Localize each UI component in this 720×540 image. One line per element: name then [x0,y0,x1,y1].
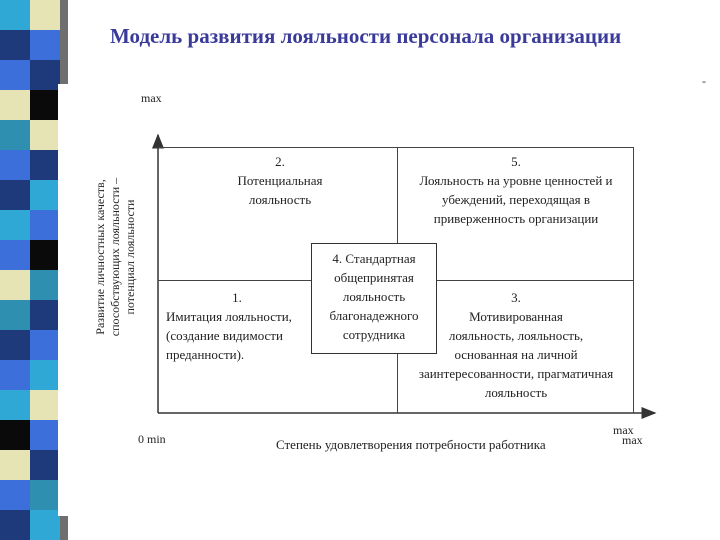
quadrant-line: лояльность [312,287,436,306]
quadrant-line: лояльность [210,190,350,209]
quadrant-line: общепринятая [312,268,436,287]
y-title-line: Развитие личностных качеств, [93,142,108,372]
quadrant-line: Имитация лояльности, [166,307,308,326]
y-max-label: max [141,91,162,106]
quadrant-line: Потенциальная [210,171,350,190]
x-axis-title: Степень удовлетворения потребности работ… [276,437,546,453]
x-min-label: 0 min [138,432,166,447]
quadrant-1-text: 1. Имитация лояльности, (создание видимо… [166,288,308,364]
quadrant-line: преданности). [166,345,308,364]
y-title-line: способствующих лояльности – [108,142,123,372]
quadrant-line: 4. Стандартная [312,249,436,268]
quadrant-line: Лояльность на уровне ценностей и [402,171,630,190]
quadrant-line: (создание видимости [166,326,308,345]
quadrant-2-text: 2. Потенциальная лояльность [210,152,350,209]
quadrant-line: 2. [210,152,350,171]
quadrant-line: благонадежного [312,306,436,325]
x-max-label-bottom: max [622,433,643,448]
grid-vertical-divider [397,147,398,243]
quadrant-line: сотрудника [312,325,436,344]
quadrant-line: приверженность организации [402,209,630,228]
grid-vertical-divider-lower [397,354,398,413]
grid-top-line [158,147,634,148]
quadrant-line: заинтересованности, прагматичная [402,364,630,383]
grid-horizontal-divider-right [437,280,634,281]
quadrant-line: убеждений, переходящая в [402,190,630,209]
quadrant-5-text: 5. Лояльность на уровне ценностей и убеж… [402,152,630,228]
quadrant-line: 5. [402,152,630,171]
quadrant-line: 1. [166,288,308,307]
y-axis-title: Развитие личностных качеств, способствую… [93,142,138,372]
quadrant-line: лояльность [402,383,630,402]
grid-horizontal-divider-left [158,280,311,281]
quadrant-4-box: 4. Стандартная общепринятая лояльность б… [311,243,437,354]
y-title-line: потенциал лояльности [123,142,138,372]
